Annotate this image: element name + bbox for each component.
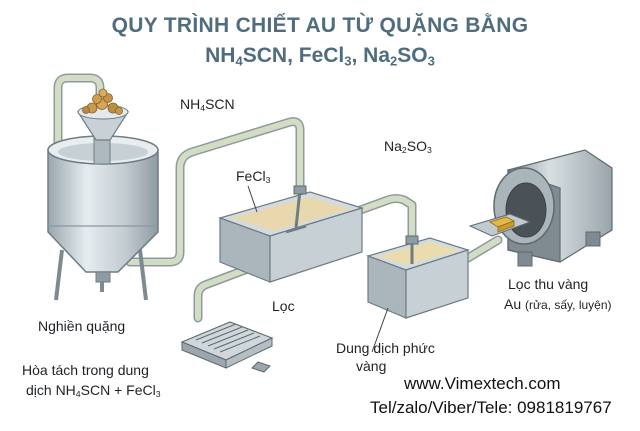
label-filter: Lọc xyxy=(272,298,295,314)
label-fecl3: FeCl3 xyxy=(236,168,271,186)
leaching-tank xyxy=(218,185,365,283)
label-solution-line1: Dung dịch phức xyxy=(336,340,435,356)
ore-pile xyxy=(82,88,123,115)
label-nh4scn: NH4SCN xyxy=(180,96,235,114)
label-grinding: Nghiền quặng xyxy=(38,318,126,334)
grinding-tank xyxy=(47,135,159,301)
label-gold-line2: Au (rửa, sấy, luyện) xyxy=(504,296,612,312)
diagram-title-line1: QUY TRÌNH CHIẾT AU TỪ QUẶNG BẰNG xyxy=(111,14,529,37)
label-gold-line1: Lọc thu vàng xyxy=(508,276,589,292)
pipe-network xyxy=(53,73,503,323)
diagram-title-line2: NH4SCN, FeCl3, Na2SO3 xyxy=(205,44,435,69)
label-leach-line2: dịch NH4SCN + FeCl3 xyxy=(26,382,161,400)
gold-furnace xyxy=(468,149,613,267)
website-text: www.Vimextech.com xyxy=(404,374,561,393)
filter-tray xyxy=(180,321,274,373)
label-leach-line1: Hòa tách trong dung xyxy=(22,362,149,378)
leader-lines xyxy=(247,185,389,353)
label-solution-line2: vàng xyxy=(356,358,387,374)
label-na2so3: Na2SO3 xyxy=(384,138,432,156)
gold-solution-tank xyxy=(366,235,470,319)
phone-text: Tel/zalo/Viber/Tele: 0981819767 xyxy=(370,398,612,417)
